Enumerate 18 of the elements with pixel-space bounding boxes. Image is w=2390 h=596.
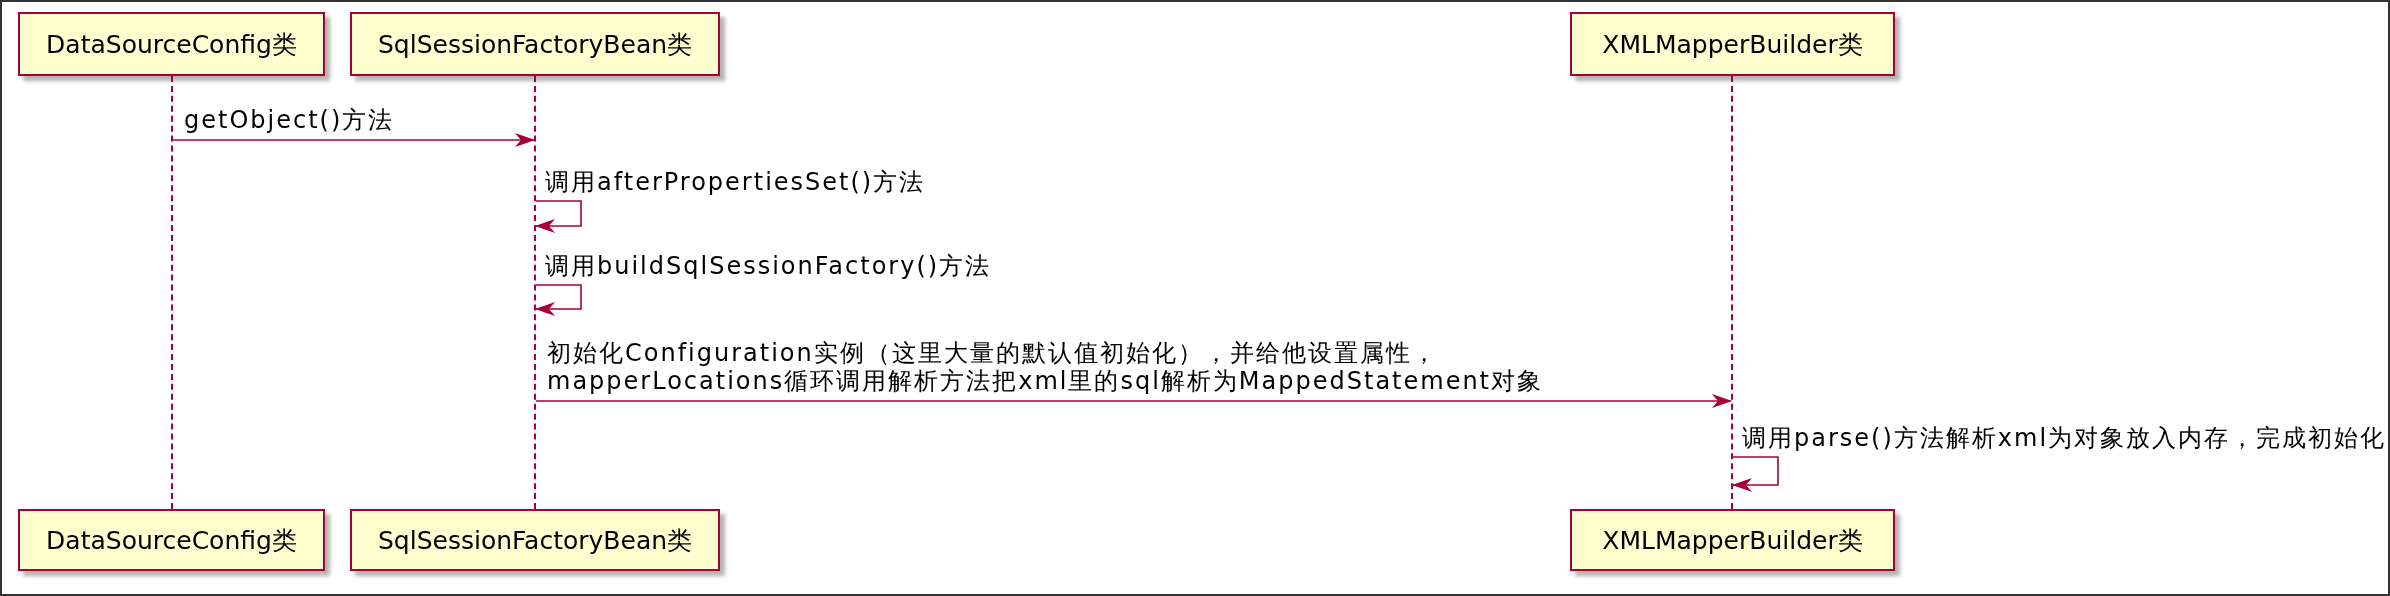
message-label: 调用parse()方法解析xml为对象放入内存，完成初始化 — [1742, 424, 2387, 452]
lifeline — [534, 76, 536, 509]
lifeline — [1731, 76, 1733, 509]
message-label: getObject()方法 — [184, 106, 395, 134]
participant-box: SqlSessionFactoryBean类 — [350, 12, 720, 76]
message-arrow — [535, 394, 1732, 408]
participant-box: XMLMapperBuilder类 — [1570, 12, 1895, 76]
lifeline — [171, 76, 173, 509]
participant-box: DataSourceConfig类 — [18, 12, 325, 76]
message-label: 调用afterPropertiesSet()方法 — [545, 168, 926, 196]
message-arrow — [172, 133, 535, 147]
participant-box: SqlSessionFactoryBean类 — [350, 509, 720, 571]
self-message-arrow — [535, 284, 582, 316]
self-message-arrow — [1732, 456, 1779, 492]
self-message-arrow — [535, 200, 582, 233]
participant-box: XMLMapperBuilder类 — [1570, 509, 1895, 571]
message-label: 调用buildSqlSessionFactory()方法 — [545, 252, 992, 280]
participant-box: DataSourceConfig类 — [18, 509, 325, 571]
